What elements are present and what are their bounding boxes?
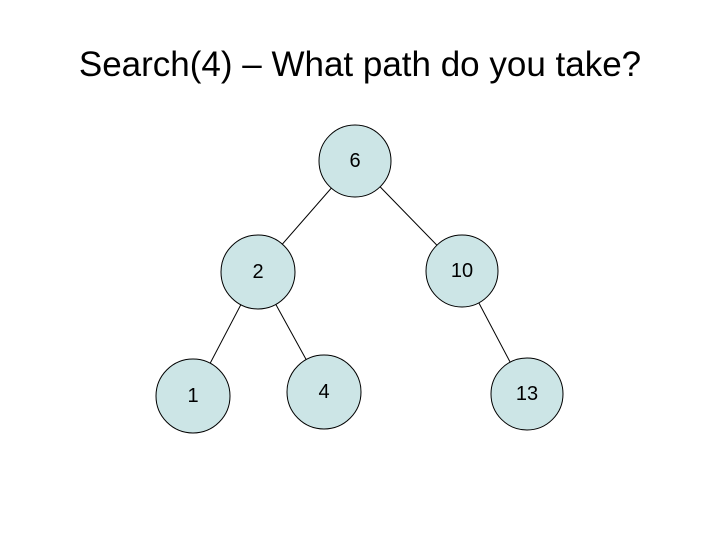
tree-node-label: 2 [252,261,263,283]
tree-node-circle [425,234,499,308]
tree-node-circle [220,234,296,310]
tree-node-1: 1 [155,358,231,434]
tree-node-label: 13 [516,383,538,405]
tree-node-circle [155,358,231,434]
slide-title: Search(4) – What path do you take? [78,45,642,84]
tree-node-6: 6 [318,124,392,198]
tree-node-4: 4 [286,354,362,430]
tree-node-13: 13 [490,357,564,431]
tree-node-circle [318,124,392,198]
tree-node-label: 10 [451,260,473,282]
tree-node-label: 6 [349,150,360,172]
tree-node-circle [490,357,564,431]
tree-node-2: 2 [220,234,296,310]
tree-node-label: 1 [187,385,198,407]
tree-node-10: 10 [425,234,499,308]
tree-node-label: 4 [318,381,329,403]
tree-node-circle [286,354,362,430]
